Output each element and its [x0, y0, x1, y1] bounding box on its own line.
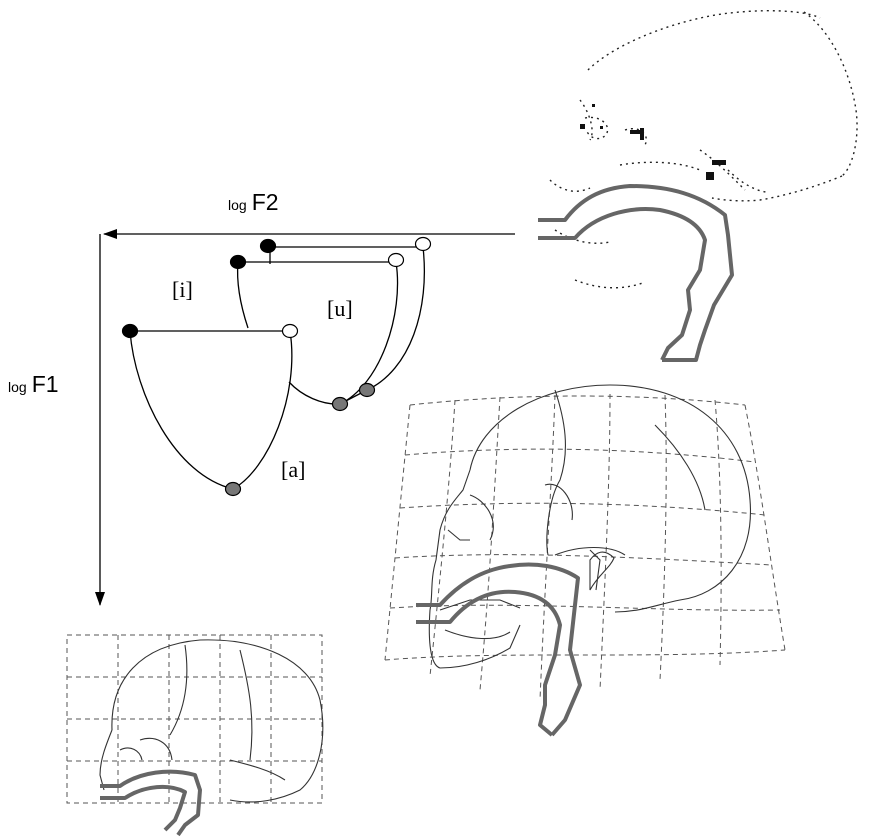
triangle-2-bottom-edge: [289, 382, 340, 404]
point-a-1: [226, 483, 241, 496]
point-a-3: [360, 384, 375, 397]
point-i-3: [261, 240, 276, 253]
point-a-2: [333, 398, 348, 411]
vowel-label-a: [a]: [281, 457, 305, 482]
point-u-2: [389, 254, 404, 267]
point-u-1: [283, 325, 298, 338]
adult-skull-grid: [385, 394, 785, 700]
triangle-1-left-edge: [130, 331, 233, 489]
primate-skull-marks: [580, 104, 726, 180]
axes: logF2 logF1: [8, 189, 515, 605]
point-i-2: [231, 256, 246, 269]
f2-axis-label: logF2: [228, 189, 279, 215]
point-u-3: [416, 238, 431, 251]
adult-skull: [429, 385, 750, 668]
point-i-1: [123, 325, 138, 338]
triangle-2-right-edge: [340, 262, 398, 404]
triangle-2-left-edge: [238, 262, 248, 328]
vowel-points: [123, 238, 431, 496]
vowel-label-u: [u]: [327, 296, 353, 321]
primate-vocal-tract: [538, 186, 732, 360]
adult-vocal-tract: [416, 565, 580, 736]
f1-axis-label: logF1: [8, 371, 59, 397]
vowel-label-i: [i]: [172, 277, 193, 302]
